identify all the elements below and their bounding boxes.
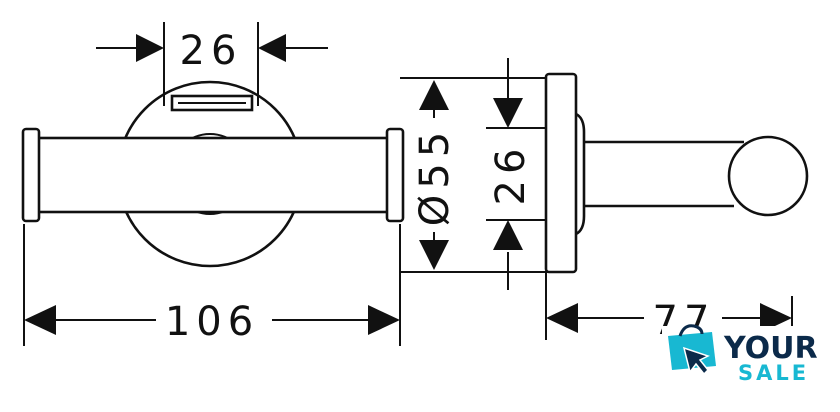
bottom-dimension: 106	[23, 224, 401, 346]
side-view	[544, 72, 809, 274]
inner-height-label: 26	[488, 143, 534, 206]
left-end-cap	[21, 127, 41, 223]
side-knob	[727, 135, 809, 217]
hook-rod	[34, 136, 392, 214]
top-width-label: 26	[180, 28, 243, 74]
diameter-dimension: Ø55	[400, 77, 548, 273]
side-wall-plate	[544, 72, 578, 274]
top-dimension: 26	[96, 22, 328, 106]
total-width-label: 106	[165, 299, 259, 345]
diameter-label: Ø55	[412, 126, 458, 226]
right-end-cap	[385, 127, 405, 223]
logo-text-sale: SALE	[738, 361, 809, 385]
logo-text-your: YOUR	[723, 331, 818, 366]
inner-height-dimension: 26	[486, 58, 552, 290]
your-sale-logo: YOUR SALE	[662, 324, 836, 385]
front-view	[21, 80, 405, 268]
shopping-bag-icon	[668, 324, 716, 376]
